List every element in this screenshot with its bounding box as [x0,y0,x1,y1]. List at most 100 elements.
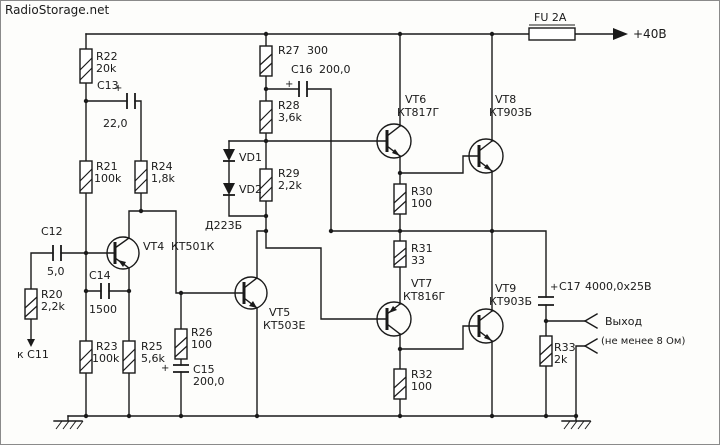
r26-ref: R26 [191,326,213,339]
r30-ref: R30 [411,185,433,198]
vt8-type: КТ903Б [489,106,532,119]
fuse-label: FU 2A [534,11,567,24]
vt6-ref: VT6 [405,93,426,106]
r24-ref: R24 [151,160,173,173]
transistor-vt6: VT6 КТ817Г [376,93,440,159]
site-watermark: RadioStorage.net [5,3,109,17]
capacitor-c13: C13 + 22,0 [97,79,136,130]
r25-value: 5,6k [141,352,165,365]
c13-value: 22,0 [103,117,128,130]
wire-vt5-leads [256,230,267,417]
r27-value: 300 [307,44,328,57]
resistor-r31: R31 33 [393,240,433,268]
r31-ref: R31 [411,242,433,255]
input-arrow-icon [27,339,35,347]
r30-value: 100 [411,197,432,210]
r33-value: 2k [554,353,568,366]
capacitor-c17: + C17 4000,0x25В [538,280,652,306]
annotations: к С11 Выход (не менее 8 Ом) [17,315,685,361]
wire-c13-branch [85,100,142,212]
r32-value: 100 [411,380,432,393]
vt8-ref: VT8 [495,93,516,106]
r28-ref: R28 [278,99,300,112]
r24-value: 1,8k [151,172,175,185]
r22-value: 20k [96,62,117,75]
c16-value: 200,0 [319,63,351,76]
c17-ref: C17 [559,280,581,293]
vt6-type: КТ817Г [397,106,440,119]
r26-value: 100 [191,338,212,351]
r23-value: 100k [92,352,120,365]
wire-output-line [330,230,586,417]
vt7-type: КТ816Г [403,290,446,303]
vt4-type: КТ501К [171,240,215,253]
junction-dots [83,31,579,419]
c14-ref: C14 [89,269,111,282]
ground-left-icon [53,415,84,430]
vt7-ref: VT7 [411,277,432,290]
c12-ref: C12 [41,225,63,238]
resistor-r30: R30 100 [393,183,433,215]
resistor-r33: R33 2k [539,335,576,367]
c17-value: 4000,0x25В [585,280,652,293]
supply-arrow-icon [613,28,628,40]
transistor-vt9: VT9 КТ903Б [468,282,532,344]
capacitor-c14: C14 1500 [89,269,117,316]
resistor-r32: R32 100 [393,368,433,400]
wire-vt8-base [399,155,480,174]
resistor-r20: R20 2,2k [24,288,65,320]
diode-vd1: VD1 [223,149,262,164]
output-note-label: (не менее 8 Ом) [601,336,685,347]
r31-value: 33 [411,254,425,267]
wire-diode-branch [228,140,267,217]
resistor-r26: R26 100 [174,326,213,360]
fuse-symbol [528,27,576,41]
transistor-vt5: VT5 КТ503Е [234,276,306,332]
c15-ref: C15 [193,363,215,376]
wire-input [30,252,87,340]
resistor-r24: R24 1,8k [134,160,175,194]
rail-voltage-label: +40В [633,27,667,41]
vt9-ref: VT9 [495,282,516,295]
capacitor-c15: + C15 200,0 [161,363,225,388]
resistor-r27: R27 300 [259,44,328,77]
c14-value: 1500 [89,303,117,316]
c13-polarity: + [114,83,122,94]
wire-vt4-collector [128,210,245,294]
resistor-r23: R23 100k [79,340,120,374]
c16-ref: C16 [291,63,313,76]
c15-value: 200,0 [193,375,225,388]
r22-ref: R22 [96,50,118,63]
resistor-r22: R22 20k [79,48,118,84]
r23-ref: R23 [96,340,118,353]
vd1-ref: VD1 [239,151,262,164]
resistor-r29: R29 2,2k [259,167,302,202]
r32-ref: R32 [411,368,433,381]
wire-vt9-base [399,325,480,350]
transistor-vt7: VT7 КТ816Г [376,277,446,337]
resistor-r21: R21 100k [79,160,122,194]
transistor-vt8: VT8 КТ903Б [468,93,532,174]
r27-ref: R27 [278,44,300,57]
resistor-r25: R25 5,6k [122,340,165,374]
capacitor-c16: C16 200,0 + [285,63,351,97]
diode-vd2: VD2 [223,183,262,196]
r21-ref: R21 [96,160,118,173]
c17-polarity: + [550,282,558,293]
r29-ref: R29 [278,167,300,180]
vt4-ref: VT4 [143,240,164,253]
vt5-type: КТ503Е [263,319,306,332]
vt5-ref: VT5 [269,306,290,319]
r29-value: 2,2k [278,179,302,192]
vd2-ref: VD2 [239,183,262,196]
r20-ref: R20 [41,288,63,301]
r25-ref: R25 [141,340,163,353]
transistor-vt4: VT4 КТ501К [106,236,215,270]
output-terminal-icon [584,313,598,354]
c12-value: 5,0 [47,265,65,278]
c13-ref: C13 [97,79,119,92]
diode-type-label: Д223Б [205,219,242,232]
power-rail: FU 2A +40В [528,11,667,41]
